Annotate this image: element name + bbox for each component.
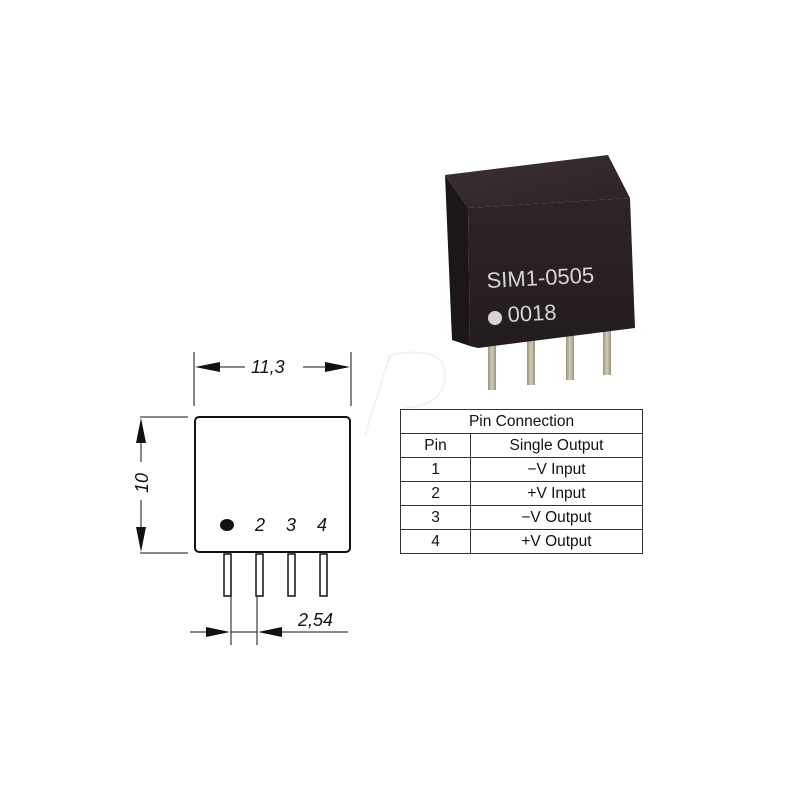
width-dimension-label: 11,3: [251, 357, 285, 377]
pin-number: 1: [400, 457, 471, 482]
pin1-marker-dot: [488, 311, 502, 325]
drawing-pin-2: [255, 553, 264, 597]
product-photo: SIM1-0505 0018: [445, 155, 635, 390]
pin-label-2: 2: [254, 515, 265, 535]
part-number-marking: SIM1-0505: [486, 262, 595, 293]
dimension-drawing: 11,3 10 2,54 2 3 4: [132, 352, 352, 645]
pin-2: [527, 330, 535, 385]
component-outline: [194, 416, 351, 553]
drawing-pin-4: [319, 553, 328, 597]
table-row: 4 +V Output: [400, 529, 643, 554]
component-pins: [488, 320, 611, 390]
table-row: 1 −V Input: [400, 457, 643, 482]
pin-function: −V Input: [470, 457, 643, 482]
pin-function: −V Output: [470, 505, 643, 530]
pin-number: 2: [400, 481, 471, 506]
lot-code-marking: 0018: [507, 299, 557, 327]
table-row: 3 −V Output: [400, 505, 643, 530]
dimension-arrows: [136, 362, 350, 637]
pin-label-4: 4: [317, 515, 327, 535]
component-side-face: [445, 175, 470, 346]
pin-number: 3: [400, 505, 471, 530]
pitch-dimension-label: 2,54: [297, 610, 333, 630]
height-dimension-label: 10: [132, 473, 152, 493]
pin-function: +V Input: [470, 481, 643, 506]
pin-1: [488, 335, 496, 390]
component-front-face: [468, 198, 635, 348]
watermark-logo: [364, 351, 447, 436]
table-row: 2 +V Input: [400, 481, 643, 506]
pin-function: +V Output: [470, 529, 643, 554]
pin-connection-table: Pin Connection Pin Single Output 1 −V In…: [400, 409, 643, 554]
table-title: Pin Connection: [400, 409, 643, 434]
pin-3: [566, 325, 574, 380]
pin-4: [603, 320, 611, 375]
component-top-face: [445, 155, 630, 208]
pin-number: 4: [400, 529, 471, 554]
header-single-output: Single Output: [470, 433, 643, 458]
pin-label-3: 3: [286, 515, 296, 535]
header-pin: Pin: [400, 433, 471, 458]
pin1-dot-marker: [220, 519, 234, 531]
drawing-pin-1: [223, 553, 232, 597]
drawing-pin-3: [287, 553, 296, 597]
